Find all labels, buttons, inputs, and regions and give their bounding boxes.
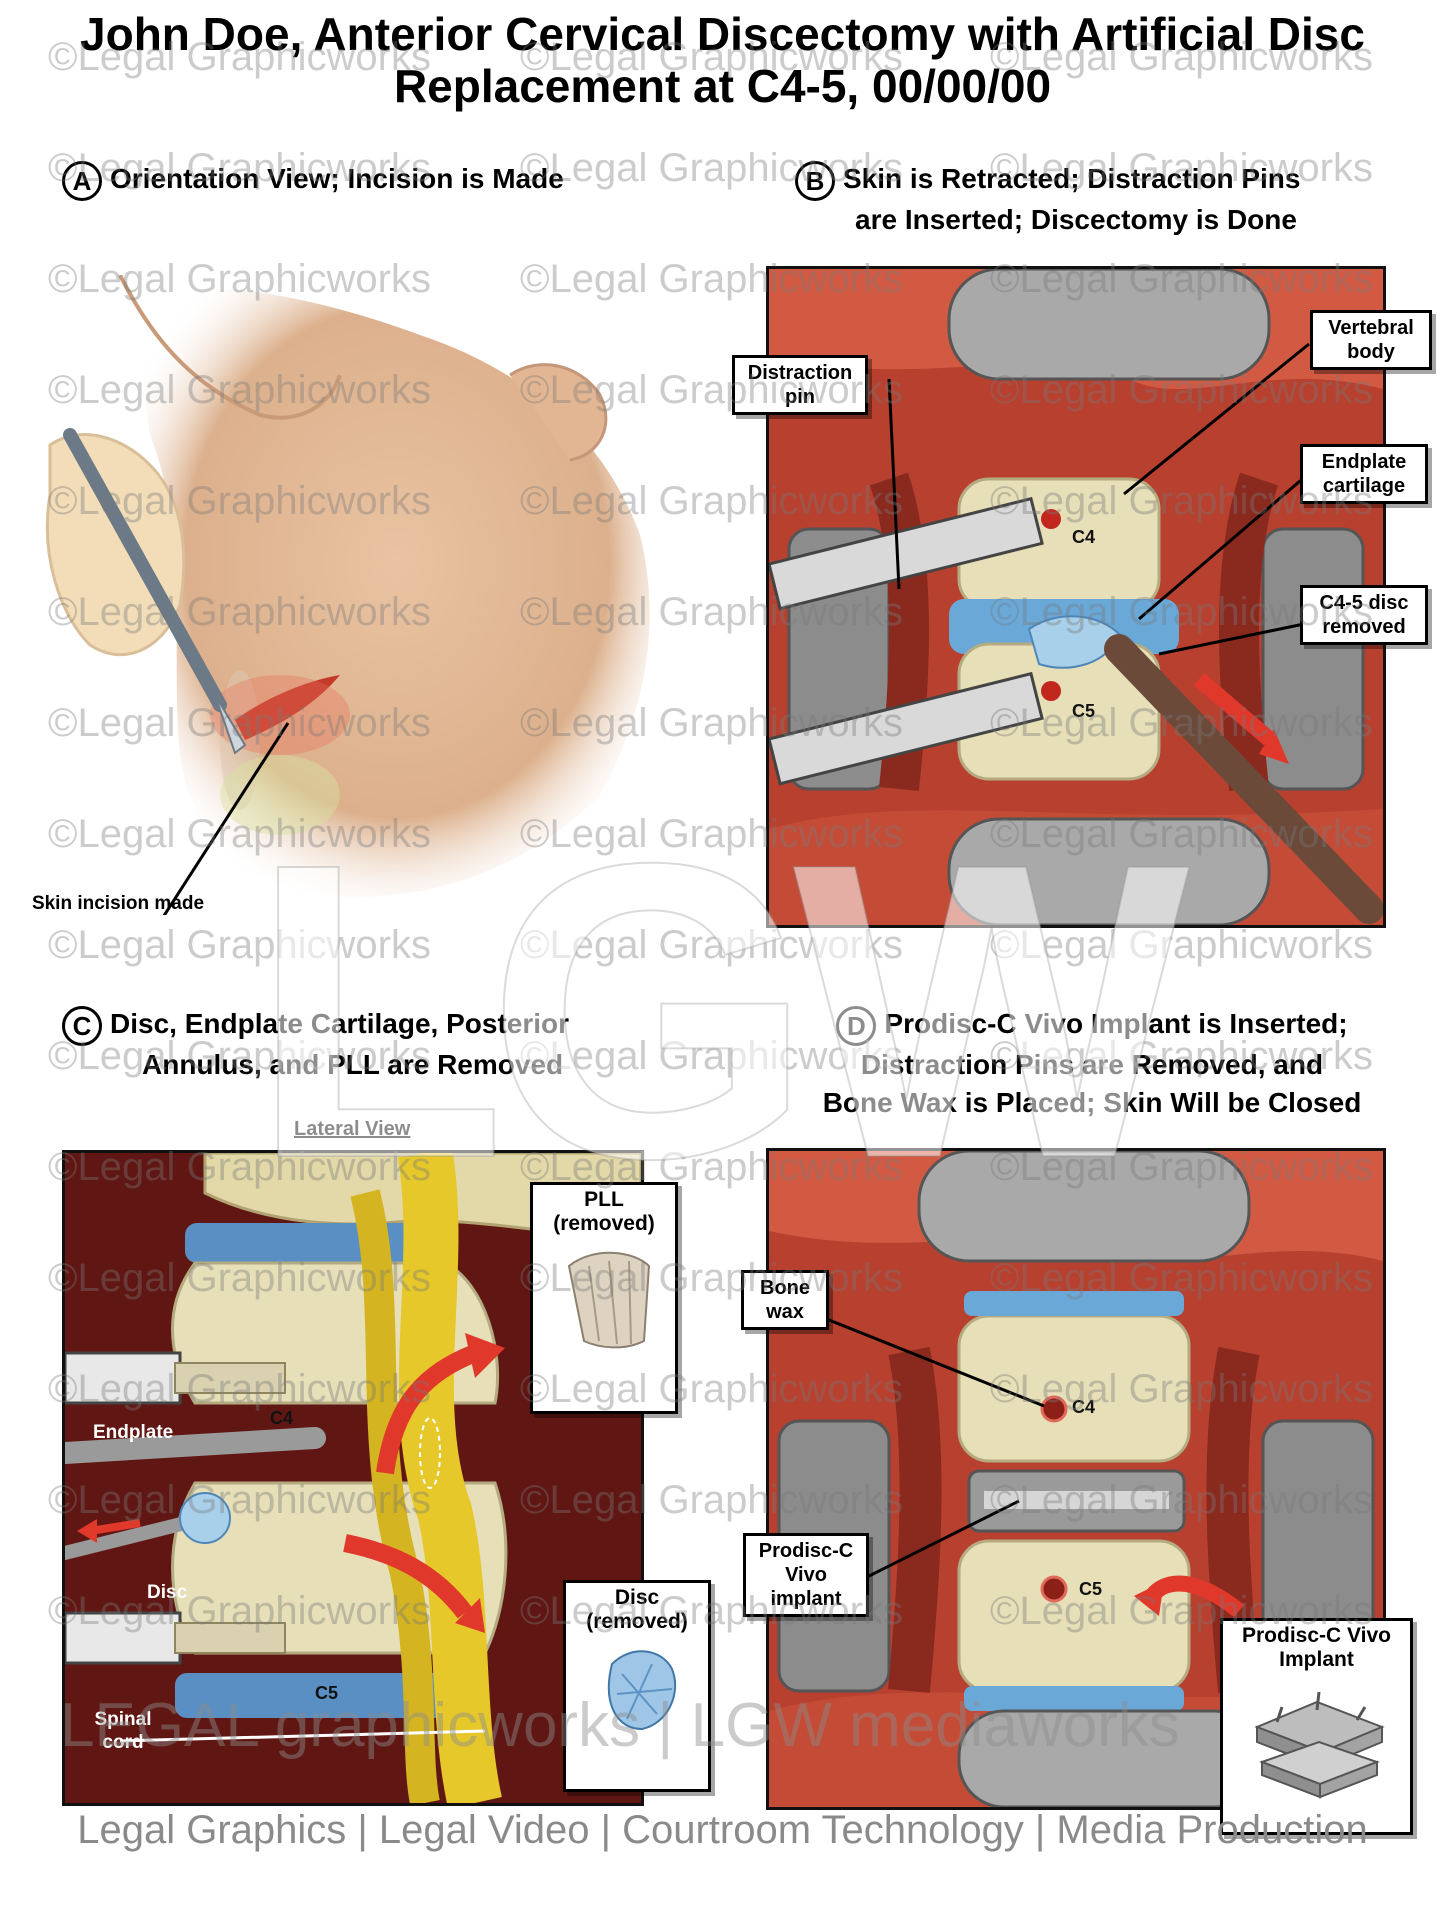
panel-a-title-text: Orientation View; Incision is Made — [110, 163, 564, 194]
brand-watermark: LEGAL graphicworks | LGW mediaworks — [60, 1691, 1180, 1760]
lateral-spine-illustration — [65, 1153, 641, 1803]
title-line-1: John Doe, Anterior Cervical Discectomy w… — [80, 8, 1365, 60]
spinal-cord-label: Spinal cord — [94, 1709, 152, 1753]
vertebral-body-callout: Vertebral body — [1310, 310, 1432, 370]
pin-c4 — [65, 1351, 182, 1405]
c5-label-c: C5 — [315, 1683, 339, 1703]
pll-removed-label: PLL (removed) — [553, 1188, 655, 1235]
page-title: John Doe, Anterior Cervical Discectomy w… — [0, 8, 1445, 112]
lower-disc — [175, 1673, 475, 1718]
panel-b-title-line-1: Skin is Retracted; Distraction Pins — [843, 163, 1301, 194]
panel-b-title: B Skin is Retracted; Distraction Pins are… — [795, 160, 1395, 239]
incision-wound — [235, 675, 340, 740]
panel-a-letter: A — [62, 160, 102, 201]
c4-label-b: C4 — [1072, 527, 1096, 547]
bone-wax-c4 — [1040, 1395, 1068, 1423]
panel-b-letter: B — [795, 160, 835, 201]
c4-vertebral-body-d — [957, 1314, 1191, 1463]
implant-callout: Prodisc-C Vivo implant — [743, 1533, 869, 1617]
disc-removed-callout: C4-5 disc removed — [1300, 585, 1428, 645]
skin-incision-label: Skin incision made — [31, 893, 205, 914]
distraction-pin-upper — [769, 496, 1044, 611]
panel-d-title-line-3: Bone Wax is Placed; Skin Will be Closed — [822, 1086, 1362, 1118]
c5-vertebral-body-d — [957, 1539, 1191, 1693]
distraction-pin-callout: Distraction pin — [732, 355, 868, 415]
implant-icon — [1253, 1691, 1385, 1799]
c5-label-b: C5 — [1072, 701, 1096, 721]
distraction-pin-lower — [769, 671, 1044, 786]
footer-text: Legal Graphics | Legal Video | Courtroom… — [77, 1808, 1368, 1852]
panel-d-title-line-1: Prodisc-C Vivo Implant is Inserted; — [884, 1008, 1348, 1039]
disc-fragment-icon — [607, 1650, 677, 1731]
c5-label-d: C5 — [1079, 1579, 1103, 1599]
pll-removed-inset: PLL (removed) — [530, 1182, 678, 1414]
curette-instrument — [65, 1427, 326, 1464]
c4-label-d: C4 — [1072, 1397, 1096, 1417]
c4-label-c: C4 — [270, 1408, 294, 1428]
retractor-bottom — [947, 817, 1271, 925]
panel-a-title: A Orientation View; Incision is Made — [62, 160, 564, 201]
panel-c-title-line-1: Disc, Endplate Cartilage, Posterior — [110, 1008, 570, 1039]
bone-wax-c5 — [1040, 1575, 1068, 1603]
surgical-field-b — [769, 269, 1383, 925]
panel-d-title-line-2: Distraction Pins are Removed, and — [860, 1048, 1324, 1080]
retractor-top — [947, 269, 1271, 381]
panel-c-letter: C — [62, 1005, 102, 1046]
pin-c5 — [65, 1611, 182, 1665]
panel-c-title-line-2: Annulus, and PLL are Removed — [142, 1048, 564, 1080]
bone-wax-callout: Bone wax — [741, 1270, 829, 1330]
scalpel — [63, 428, 227, 712]
implant-inset-label: Prodisc-C Vivo Implant — [1242, 1624, 1391, 1671]
title-line-2: Replacement at C4-5, 00/00/00 — [393, 60, 1052, 112]
panel-d-letter: D — [836, 1005, 877, 1046]
pll-ligament-icon — [567, 1251, 651, 1349]
rongeur-instrument — [1104, 634, 1383, 924]
disc-fragment-c — [179, 1492, 231, 1544]
gloved-hand — [45, 433, 186, 657]
disc-removed-inset-label: Disc (removed) — [586, 1586, 688, 1633]
incision-leader-line — [162, 722, 290, 915]
panel-c-title: C Disc, Endplate Cartilage, Posterior Ann… — [62, 1005, 702, 1084]
lgw-logo-watermark: LGW — [249, 776, 1191, 1247]
lateral-view-label: Lateral View — [294, 1118, 411, 1140]
disc-label: Disc — [147, 1582, 188, 1603]
panel-c-frame: C4 C5 Endplate Disc Spinal cord — [62, 1150, 644, 1806]
disc-removed-inset: Disc (removed) — [563, 1580, 711, 1792]
neck-illustration — [45, 275, 650, 915]
removal-arrow — [1193, 672, 1275, 746]
panel-b-title-line-2: are Inserted; Discectomy is Done — [855, 203, 1297, 235]
retractor-top-d — [917, 1151, 1251, 1263]
endplate-cartilage-callout: Endplate cartilage — [1300, 444, 1428, 504]
panel-b-frame: C4 C5 — [766, 266, 1386, 928]
endplate-label: Endplate — [93, 1422, 174, 1443]
implant-inset: Prodisc-C Vivo Implant — [1220, 1618, 1413, 1835]
nerve-root — [397, 1153, 502, 1803]
